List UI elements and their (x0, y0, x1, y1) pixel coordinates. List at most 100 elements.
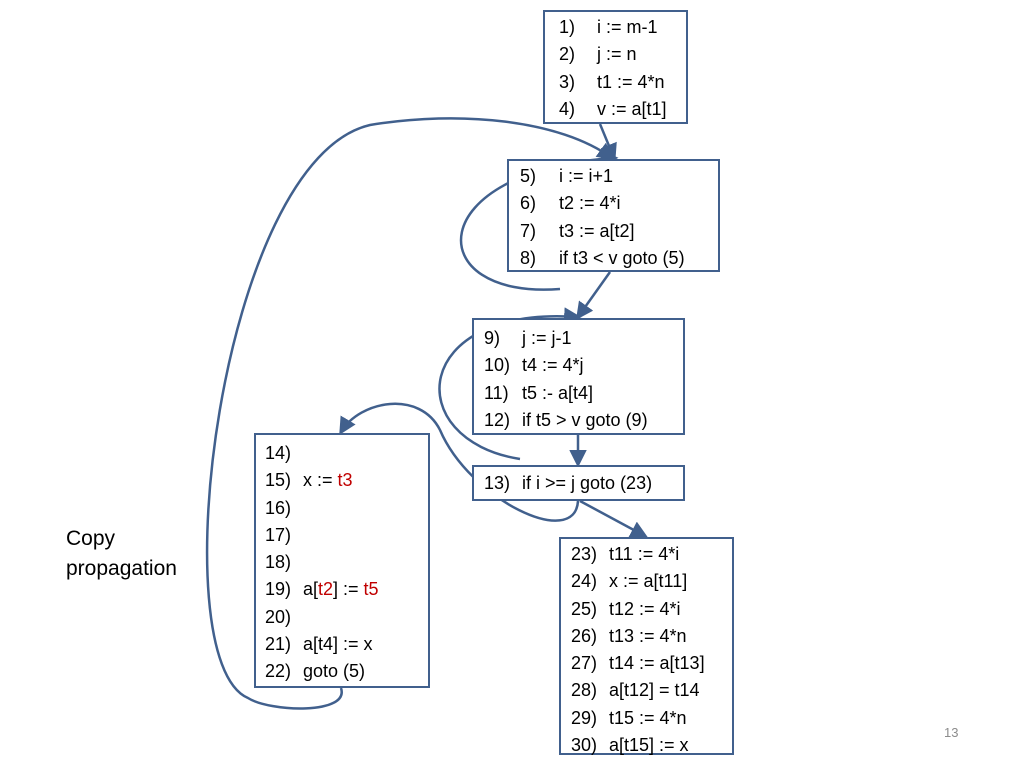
line-code: j := n (597, 44, 637, 65)
line-code: a[t4] := x (303, 631, 373, 658)
line-number: 10) (484, 355, 511, 376)
code-line: 23) t11 := 4*i (571, 541, 732, 568)
block-b6: 14) 15)x := t3 16) 17) 18) 19) a[t2] := t5 20) 2… (254, 433, 430, 688)
code-token: x := (303, 470, 338, 491)
code-line: 17) (265, 522, 428, 549)
line-number: 27) (571, 653, 598, 674)
line-number: 19) (265, 579, 292, 600)
code-line: 12) if t5 > v goto (9) (484, 407, 683, 434)
line-number: 28) (571, 680, 598, 701)
line-code: v := a[t1] (597, 98, 667, 119)
line-number: 3) (559, 71, 576, 92)
block-b5: 23) t11 := 4*i 24) x := a[t11] 25) t12 := 4*i… (559, 537, 734, 755)
code-line: 22) goto (5) (265, 658, 428, 685)
line-code: t2 := 4*i (559, 193, 621, 214)
line-number: 4) (559, 98, 576, 119)
line-code: a[t12] = t14 (609, 680, 700, 701)
code-line: 29) t15 := 4*n (571, 705, 732, 732)
line-code: if i >= j goto (23) (522, 473, 653, 493)
line-number: 13) (484, 473, 511, 493)
code-line: 26) t13 := 4*n (571, 623, 732, 650)
code-line: 4) v := a[t1] (559, 96, 686, 123)
code-line: 15)x := t3 (265, 467, 428, 494)
highlighted-token: t3 (337, 470, 353, 491)
code-token: ] := (333, 579, 364, 600)
line-number: 5) (520, 166, 537, 186)
highlighted-token: t5 (363, 579, 379, 600)
line-number: 17) (265, 524, 292, 545)
line-code: t13 := 4*n (609, 625, 687, 646)
line-code: i := m-1 (597, 17, 658, 37)
line-code: a[t2] := t5 (303, 576, 379, 603)
edge-b4-b5 (579, 499, 649, 538)
line-code: if t3 < v goto (5) (559, 247, 685, 268)
line-code: a[t15] := x (609, 735, 689, 756)
line-code: t12 := 4*i (609, 598, 681, 619)
code-line: 11) t5 :- a[t4] (484, 380, 683, 407)
line-code: if t5 > v goto (9) (522, 409, 648, 430)
line-code: t3 := a[t2] (559, 220, 635, 241)
code-line: 8) if t3 < v goto (5) (520, 245, 718, 272)
line-code: t11 := 4*i (609, 544, 680, 564)
line-code: x := a[t11] (609, 571, 688, 592)
line-code: i := i+1 (559, 166, 614, 186)
line-code: j := j-1 (522, 328, 572, 348)
line-number: 6) (520, 193, 537, 214)
line-code: t5 :- a[t4] (522, 382, 594, 403)
line-number: 21) (265, 634, 292, 655)
line-number: 30) (571, 735, 598, 756)
code-line: 30) a[t15] := x (571, 732, 732, 759)
edge-b6-b2 (205, 117, 615, 710)
line-number: 23) (571, 544, 598, 564)
code-line: 24) x := a[t11] (571, 568, 732, 595)
code-token: goto (5) (303, 661, 366, 682)
line-number: 9) (484, 328, 501, 348)
code-line: 2)j := n (559, 41, 686, 68)
line-number: 1) (559, 17, 576, 37)
code-line: 25) t12 := 4*i (571, 596, 732, 623)
line-number: 14) (265, 443, 292, 463)
edge-b4-b6 (339, 402, 580, 522)
code-line: 13) if i >= j goto (23) (484, 470, 683, 497)
code-line: 1) i := m-1 (559, 14, 686, 41)
code-line: 3) t1 := 4*n (559, 69, 686, 96)
block-b3: 9) j := j-1 10) t4 := 4*j 11) t5 :- a[t4] 12) i… (472, 318, 685, 435)
edge-b1-b2 (598, 123, 617, 162)
line-number: 11) (484, 382, 509, 403)
line-number: 22) (265, 661, 292, 682)
code-line: 7) t3 := a[t2] (520, 218, 718, 245)
line-code: t15 := 4*n (609, 707, 687, 728)
code-line: 21) a[t4] := x (265, 631, 428, 658)
block-b4: 13) if i >= j goto (23) (472, 465, 685, 501)
code-line: 19) a[t2] := t5 (265, 576, 428, 603)
line-number: 20) (265, 606, 292, 627)
code-token: a[t4] := x (303, 634, 373, 655)
line-number: 24) (571, 571, 598, 592)
page-number: 13 (944, 725, 959, 740)
code-line: 18) (265, 549, 428, 576)
line-number: 26) (571, 625, 598, 646)
block-b1: 1) i := m-1 2)j := n 3) t1 := 4*n 4) v := a[t1… (543, 10, 688, 124)
line-number: 25) (571, 598, 598, 619)
line-code: goto (5) (303, 658, 365, 685)
code-line: 6) t2 := 4*i (520, 190, 718, 217)
code-line: 20) (265, 604, 428, 631)
code-line: 27) t14 := a[t13] (571, 650, 732, 677)
code-token: a[ (303, 579, 319, 600)
code-line: 14) (265, 440, 428, 467)
copy-propagation-label: Copy propagation (66, 527, 177, 580)
code-line: 10) t4 := 4*j (484, 352, 683, 379)
line-number: 7) (520, 220, 537, 241)
code-line: 28) a[t12] = t14 (571, 677, 732, 704)
line-code: t4 := 4*j (522, 355, 584, 376)
line-number: 29) (571, 707, 598, 728)
line-code: t14 := a[t13] (609, 653, 705, 674)
line-code: t1 := 4*n (597, 71, 665, 92)
code-line: 5) i := i+1 (520, 163, 718, 190)
code-line: 16) (265, 495, 428, 522)
code-line: 9) j := j-1 (484, 325, 683, 352)
line-number: 12) (484, 409, 511, 430)
edge-b2-b3 (575, 271, 612, 320)
line-number: 8) (520, 247, 537, 268)
line-number: 16) (265, 497, 292, 518)
